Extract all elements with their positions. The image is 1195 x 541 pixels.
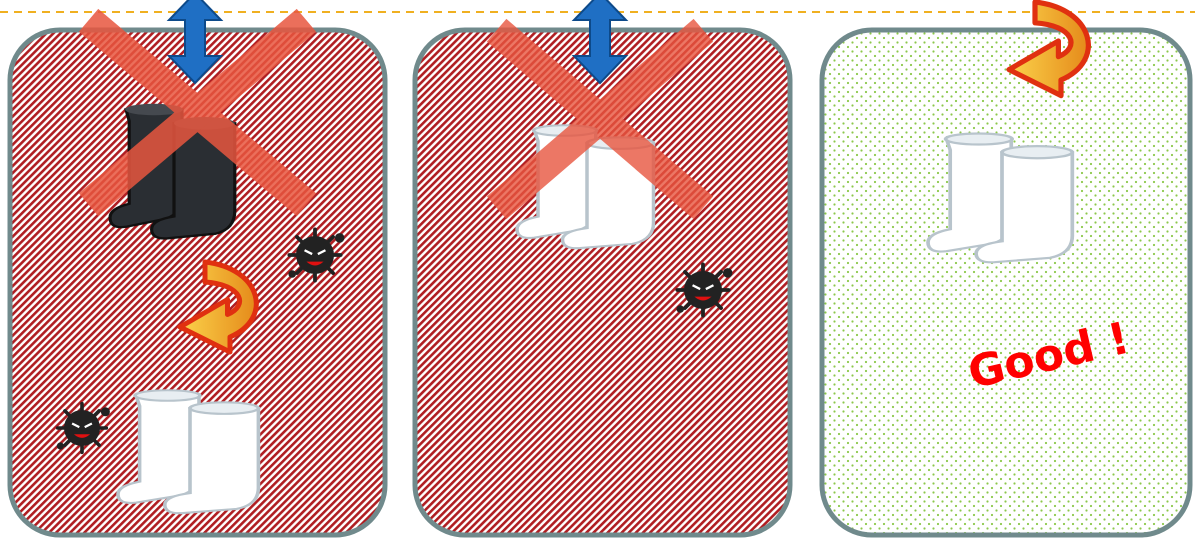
wrong-order-panel (10, 0, 385, 535)
white-boots-icon (928, 134, 1072, 263)
white-boots-icon (118, 390, 258, 513)
same-area-panel (415, 0, 790, 535)
correct-panel: Good ! (822, 2, 1190, 535)
panel-background (822, 30, 1190, 535)
